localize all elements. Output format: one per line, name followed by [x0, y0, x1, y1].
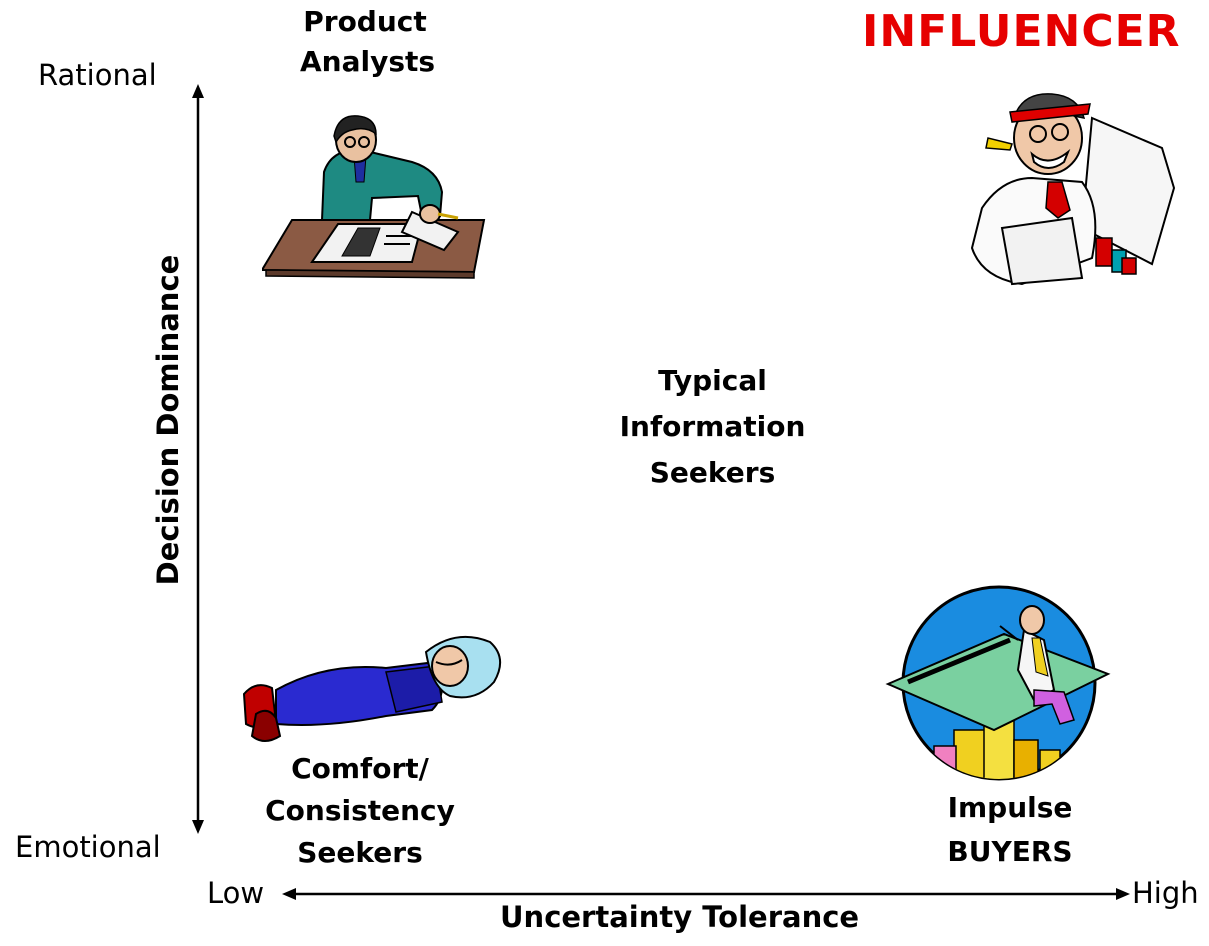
label-line: Analysts: [300, 45, 436, 78]
x-axis-left-label: Low: [207, 876, 265, 910]
analyst-at-desk-icon: [262, 115, 486, 279]
label-line: Product: [303, 5, 427, 38]
y-axis-arrow: [192, 84, 204, 834]
x-axis-arrow: [282, 888, 1130, 900]
label-line: Typical: [658, 364, 767, 397]
salesman-with-papers-icon: [970, 93, 1176, 286]
label-line: Seekers: [649, 456, 776, 489]
y-axis-bottom-label: Emotional: [15, 830, 161, 864]
product-analysts-label: Product Analysts: [300, 2, 436, 82]
page-title: INFLUENCER: [862, 6, 1181, 57]
x-axis-title: Uncertainty Tolerance: [500, 900, 860, 934]
y-axis-top-label: Rational: [38, 58, 157, 92]
x-axis-right-label: High: [1132, 876, 1199, 910]
label-line: Impulse: [947, 791, 1073, 824]
label-line: BUYERS: [947, 835, 1073, 868]
impulse-buyers-label: Impulse BUYERS: [930, 786, 1090, 874]
label-line: Comfort/: [291, 752, 429, 785]
typical-information-seekers-label: Typical Information Seekers: [590, 358, 835, 496]
sleeping-man-icon: [242, 635, 501, 742]
label-line: Consistency: [265, 794, 455, 827]
label-line: Seekers: [297, 836, 423, 869]
label-line: Information: [619, 410, 806, 443]
comfort-consistency-seekers-label: Comfort/ Consistency Seekers: [250, 748, 470, 874]
man-on-credit-card-icon: [885, 585, 1111, 781]
